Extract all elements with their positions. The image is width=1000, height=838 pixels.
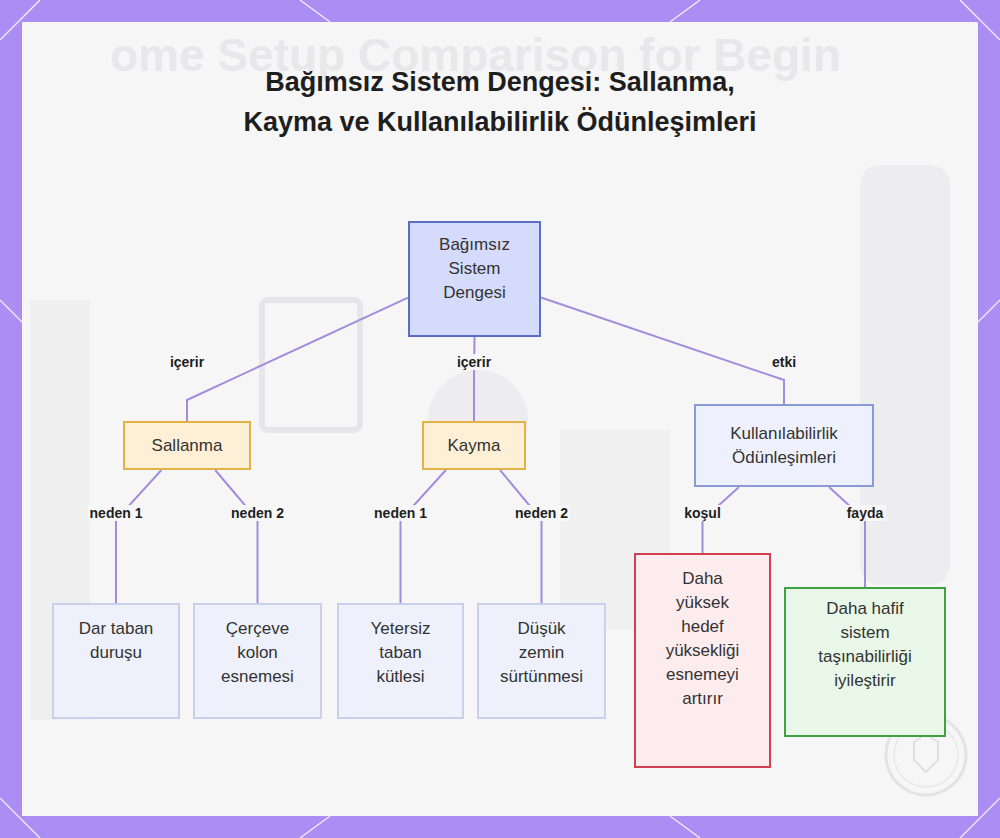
- node-text: Düşük zemin sürtünmesi: [498, 617, 585, 689]
- connector-line: [401, 470, 446, 603]
- edge-label: neden 2: [513, 505, 570, 521]
- diagram-title: Bağımsız Sistem Dengesi: Sallanma, Kayma…: [230, 62, 770, 142]
- corner-line: [300, 0, 330, 22]
- connector-line: [215, 470, 257, 603]
- category-box: Sallanma: [123, 421, 251, 470]
- node-text: Bağımsız Sistem Dengesi: [430, 233, 519, 305]
- connector-line: [500, 470, 542, 603]
- node-text: Kayma: [432, 434, 516, 458]
- root-box: Bağımsız Sistem Dengesi: [408, 221, 541, 337]
- node-text: Çerçeve kolon esnemesi: [214, 617, 301, 689]
- category-box: Kayma: [422, 421, 526, 470]
- edge-label: neden 1: [88, 505, 145, 521]
- blurred-shape: [860, 165, 950, 585]
- edge-label: neden 2: [229, 505, 286, 521]
- edge-label: neden 1: [372, 505, 429, 521]
- connector-line: [116, 470, 161, 603]
- node-text: Daha hafif sistem taşınabilirliği iyileş…: [804, 597, 926, 693]
- node-text: Sallanma: [133, 434, 241, 458]
- connector-line: [541, 298, 784, 404]
- node-text: Daha yüksek hedef yüksekliği esnemeyi ar…: [659, 567, 746, 711]
- logo-mark: [914, 734, 938, 772]
- corner-line: [670, 816, 700, 838]
- cause-box: Düşük zemin sürtünmesi: [477, 603, 606, 719]
- node-text: Dar taban duruşu: [73, 617, 159, 665]
- panel: [22, 22, 978, 816]
- blurred-shape: [262, 300, 360, 430]
- edge-label: etki: [770, 354, 798, 370]
- connector-line: [829, 487, 865, 587]
- edge-label: fayda: [845, 505, 886, 521]
- cause-box: Yetersiz taban kütlesi: [337, 603, 464, 719]
- edge-label: koşul: [682, 505, 723, 521]
- cause-box: Dar taban duruşu: [52, 603, 180, 719]
- benefit-box: Daha hafif sistem taşınabilirliği iyileş…: [784, 587, 946, 737]
- connector-line: [187, 298, 408, 421]
- connector-line: [473, 337, 476, 421]
- cause-box: Çerçeve kolon esnemesi: [193, 603, 322, 719]
- category-box: Kullanılabilirlik Ödünleşimleri: [694, 404, 874, 487]
- corner-line: [300, 816, 330, 838]
- edge-label: içerir: [168, 354, 206, 370]
- condition-box: Daha yüksek hedef yüksekliği esnemeyi ar…: [634, 553, 771, 768]
- node-text: Kullanılabilirlik Ödünleşimleri: [710, 422, 858, 470]
- edge-label: içerir: [455, 354, 493, 370]
- node-text: Yetersiz taban kütlesi: [358, 617, 443, 689]
- corner-line: [670, 0, 700, 22]
